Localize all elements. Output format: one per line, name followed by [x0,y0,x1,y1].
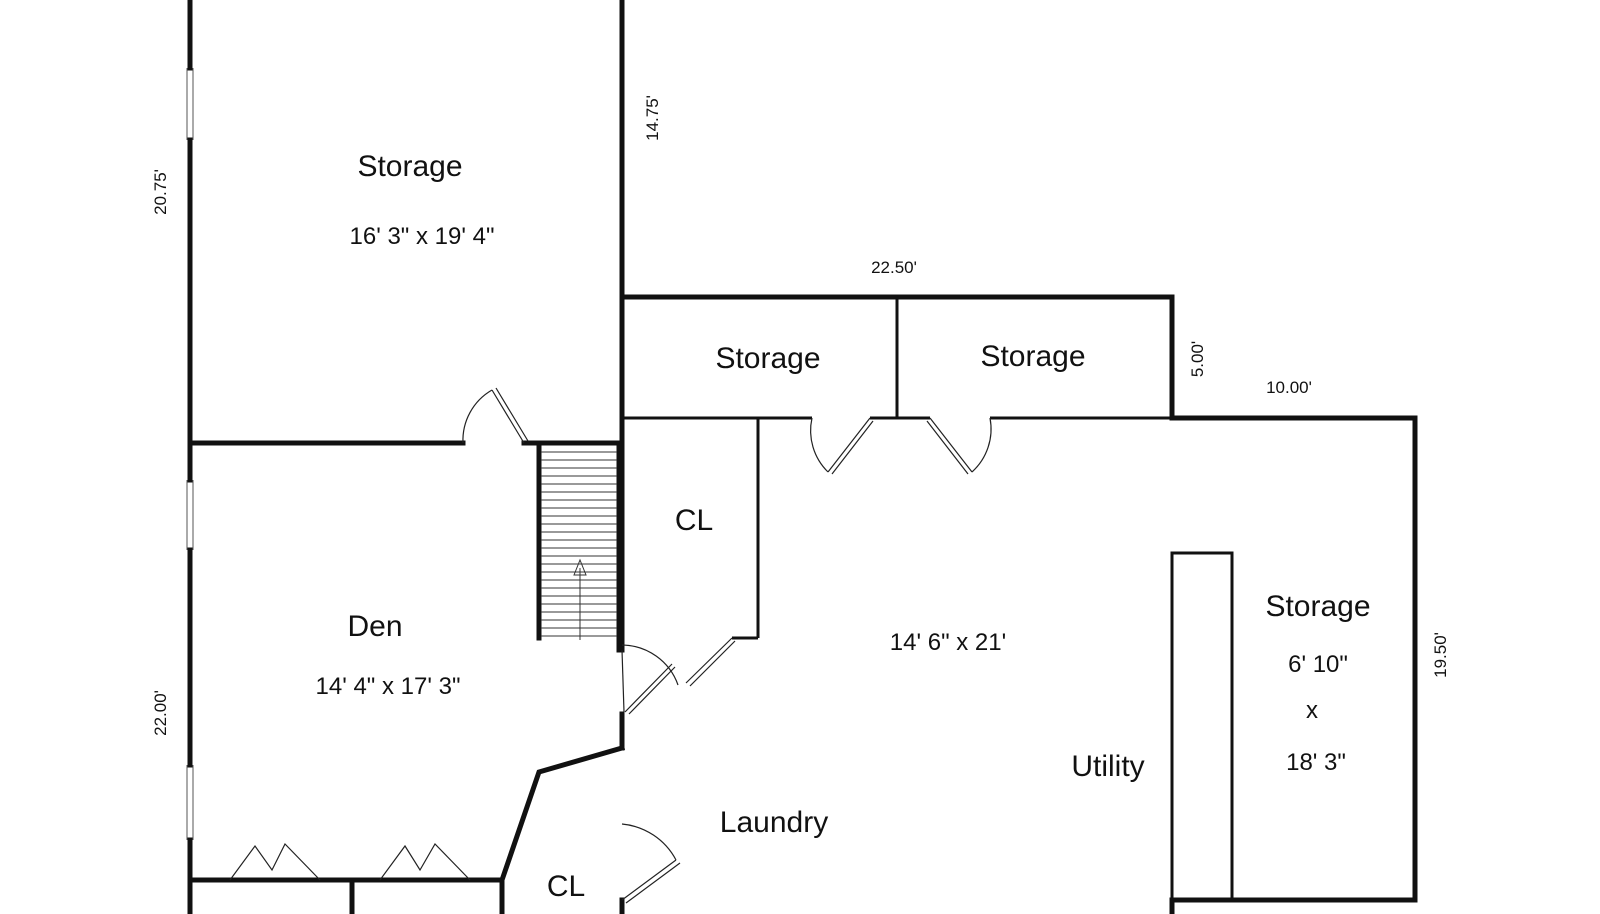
closet-bottom-label: CL [547,870,585,903]
storage-top-label: Storage [357,150,462,183]
door-swing-laundry [621,823,677,861]
storage-mid-left-label: Storage [715,342,820,375]
stair-up-arrow-icon [573,558,587,576]
storage-top-size: 16' 3" x 19' 4" [350,223,495,250]
storage-right-x: x [1306,697,1318,724]
storage-right-width: 6' 10" [1288,651,1348,678]
laundry-label: Laundry [720,806,828,839]
measure-top-vertical: 14.75' [643,95,662,141]
measure-left-lower: 22.00' [151,690,170,736]
storage-right-label: Storage [1265,590,1370,623]
staircase [536,443,622,653]
measure-step-horizontal: 10.00' [1266,378,1312,397]
bifold-door-right [379,843,471,881]
utility-label: Utility [1071,750,1144,783]
room-labels: Storage 16' 3" x 19' 4" Storage Storage … [316,150,1371,903]
bifold-door-left [229,842,321,881]
measurements: 20.75' 22.00' 14.75' 22.50' 5.00' 10.00'… [151,95,1450,736]
measure-left-upper: 20.75' [151,169,170,215]
measure-right-vertical: 19.50' [1431,632,1450,678]
den-size: 14' 4" x 17' 3" [316,673,461,700]
windows [186,68,194,840]
closet-center-label: CL [675,504,713,537]
measure-step-vertical: 5.00' [1188,341,1207,377]
storage-mid-right-label: Storage [980,340,1085,373]
walls [187,0,1418,914]
den-label: Den [347,610,402,643]
door-swing-storage [462,389,493,444]
measure-top-horizontal: 22.50' [871,258,917,277]
door-swing-closet [621,644,679,686]
interior-partitions [622,297,1234,902]
door-swing-storage-mid-right [971,417,992,473]
utility-area-size: 14' 6" x 21' [890,629,1006,656]
storage-right-height: 18' 3" [1286,749,1346,776]
doors [229,387,992,904]
door-swing-storage-mid-left [810,417,829,473]
